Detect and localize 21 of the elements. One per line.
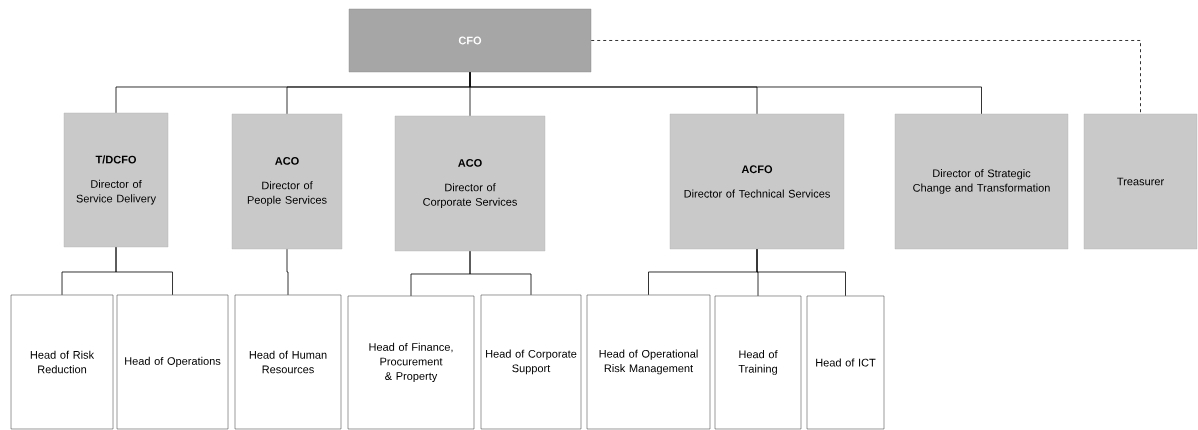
- connector-line: [115, 246, 173, 296]
- department-box: Head of Training: [714, 295, 802, 430]
- director-box: ACO Director of Corporate Services: [394, 115, 546, 252]
- director-box: Treasurer: [1083, 113, 1198, 250]
- department-box: Head of Risk Reduction: [10, 294, 114, 430]
- director-box: ACO Director of People Services: [231, 113, 343, 250]
- department-box: Head of Operational Risk Management: [586, 294, 711, 430]
- director-box: ACFO Director of Technical Services: [669, 113, 845, 250]
- connector-line: [756, 248, 846, 297]
- department-box: Head of ICT: [806, 295, 885, 430]
- executive-box: CFO: [348, 8, 592, 73]
- department-box: Head of Corporate Support: [480, 294, 582, 430]
- department-box: Head of Human Resources: [234, 294, 342, 430]
- director-box: Director of Strategic Change and Transformation: [894, 113, 1069, 250]
- department-box: Head of Finance, Procurement & Property: [347, 295, 475, 430]
- connector-line: [590, 40, 1141, 115]
- connector-line: [286, 248, 289, 296]
- connector-line: [469, 71, 982, 115]
- department-box: Head of Operations: [116, 294, 229, 430]
- connector-line: [469, 250, 532, 296]
- director-box: T/DCFO Director of Service Delivery: [63, 112, 169, 248]
